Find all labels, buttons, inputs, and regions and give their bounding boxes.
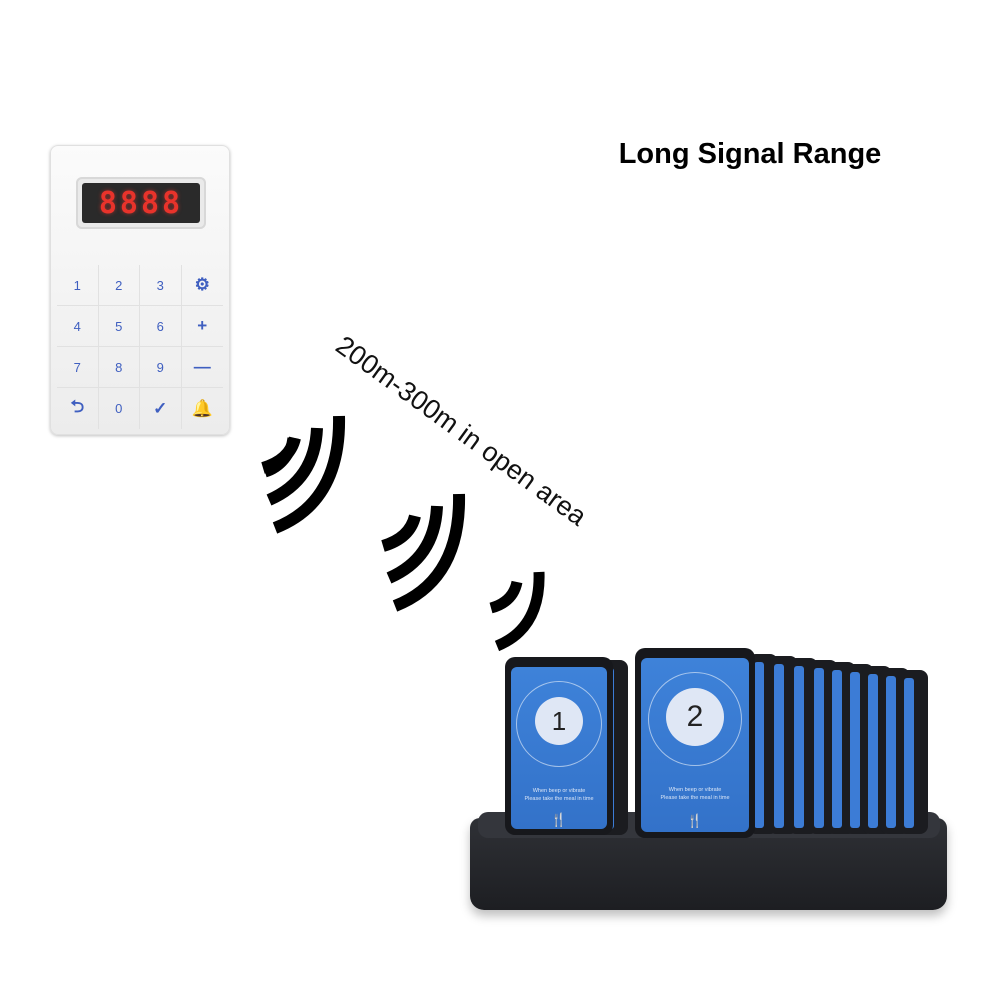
pager-message-line1: When beep or vibrate [668, 787, 722, 793]
key-2[interactable]: 2 [98, 265, 140, 306]
signal-wave-icon [489, 571, 545, 652]
signal-wave-icon [381, 493, 466, 612]
minus-icon[interactable]: — [181, 347, 223, 388]
key-5[interactable]: 5 [98, 306, 140, 347]
fork-knife-icon: 🍴 [550, 812, 568, 827]
plus-icon[interactable]: + [181, 306, 223, 347]
pager-message-line2: Please take the meal in time [524, 796, 594, 802]
key-7[interactable]: 7 [57, 347, 99, 388]
led-display: 8888 [76, 177, 206, 229]
pager-message-line1: When beep or vibrate [532, 788, 586, 794]
display-digits: 8888 [98, 185, 184, 221]
pager-number: 2 [666, 688, 724, 746]
key-0[interactable]: 0 [99, 388, 140, 429]
back-icon[interactable]: ⮌ [57, 388, 99, 429]
gear-icon[interactable]: ⚙ [181, 265, 223, 306]
key-6[interactable]: 6 [140, 306, 182, 347]
pager-message-line2: Please take the meal in time [660, 795, 730, 801]
key-4[interactable]: 4 [57, 306, 99, 347]
bell-icon[interactable]: 🔔 [191, 398, 213, 418]
key-3[interactable]: 3 [140, 265, 182, 306]
check-icon[interactable]: ✓ [140, 388, 182, 429]
signal-wave-icon [261, 415, 346, 534]
headline: Long Signal Range [618, 138, 882, 170]
key-1[interactable]: 1 [57, 265, 99, 306]
key-9[interactable]: 9 [140, 347, 182, 388]
pager-number: 1 [535, 697, 583, 745]
key-8[interactable]: 8 [98, 347, 140, 388]
pager-stacked [898, 670, 928, 834]
pager-1: 1 When beep or vibrate Please take the m… [505, 657, 613, 835]
fork-knife-icon: 🍴 [686, 813, 704, 828]
pager-2: 2 When beep or vibrate Please take the m… [635, 648, 755, 838]
